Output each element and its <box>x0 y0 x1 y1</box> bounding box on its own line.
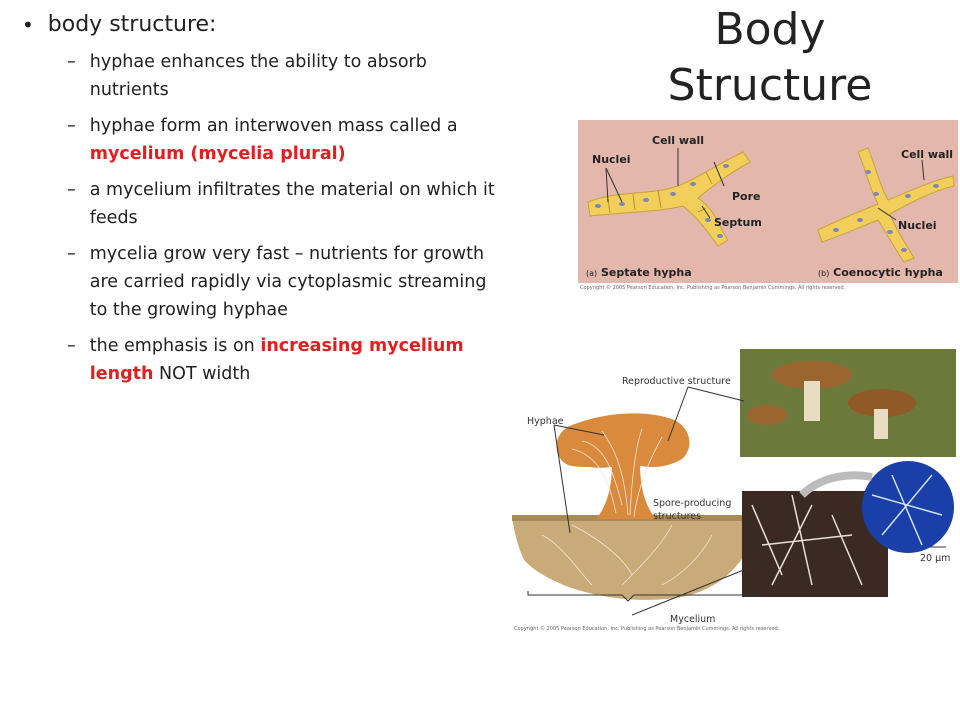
sub-bullet-text: mycelia grow very fast – nutrients for g… <box>90 240 497 324</box>
mushroom-stalk <box>596 463 656 519</box>
sub-bullet-segment: a mycelium infiltrates the material on w… <box>89 180 495 228</box>
sub-bullet: –a mycelium infiltrates the material on … <box>67 176 497 232</box>
label-hyphae: Hyphae <box>527 416 564 427</box>
label-coenocytic-text: Coenocytic hypha <box>833 266 943 279</box>
label-septate-text: Septate hypha <box>601 266 692 279</box>
highlighted-text: mycelium (mycelia plural) <box>89 144 346 164</box>
label-nuclei-right: Nuclei <box>898 219 937 232</box>
label-septate-hypha: (a) Septate hypha <box>586 266 692 279</box>
label-spore-producing: Spore-producing structures <box>653 498 732 522</box>
sub-bullet: –hyphae form an interwoven mass called a… <box>67 112 497 168</box>
highlighted-text: increasing mycelium length <box>89 336 464 384</box>
sub-bullet-segment: the emphasis is on <box>89 336 261 356</box>
label-pore: Pore <box>732 190 761 203</box>
sub-bullet-text: a mycelium infiltrates the material on w… <box>90 176 497 232</box>
label-mycelium: Mycelium <box>670 614 716 625</box>
label-cell-wall-left: Cell wall <box>652 134 705 147</box>
label-coenocytic-hypha: (b) Coenocytic hypha <box>818 266 943 279</box>
sub-bullet-list: –hyphae enhances the ability to absorb n… <box>22 48 497 388</box>
dash-marker: – <box>67 116 76 136</box>
septate-hypha-shape <box>587 151 751 247</box>
bullet-list: • body structure: –hyphae enhances the a… <box>22 10 497 388</box>
coenocytic-hypha-shape <box>817 147 955 263</box>
sub-bullet-segment: hyphae form an interwoven mass called a <box>89 116 458 136</box>
label-cell-wall-right: Cell wall <box>901 148 954 161</box>
sub-bullet-text: the emphasis is on increasing mycelium l… <box>90 332 497 388</box>
sub-bullet-segment: mycelia grow very fast – nutrients for g… <box>89 244 487 320</box>
septate-nuclei <box>595 164 729 238</box>
hyphae-strands <box>541 428 713 586</box>
main-bullet-text: body structure: <box>47 12 217 37</box>
mushroom-pointer-lines <box>527 386 946 616</box>
label-septum: Septum <box>714 216 762 229</box>
coenocytic-nuclei <box>833 170 939 252</box>
sub-bullet-text: hyphae enhances the ability to absorb nu… <box>90 48 497 104</box>
hypha-copyright: Copyright © 2005 Pearson Education, Inc.… <box>580 285 846 291</box>
sub-bullet-text: hyphae form an interwoven mass called a … <box>90 112 497 168</box>
soil-cross-section <box>512 517 762 600</box>
main-bullet: • body structure: <box>22 10 497 40</box>
label-part-b: (b) <box>818 269 830 278</box>
mushroom-copyright: Copyright © 2005 Pearson Education, Inc.… <box>514 626 780 632</box>
hypha-diagram <box>578 120 958 283</box>
label-part-a: (a) <box>586 269 598 278</box>
sub-bullet-segment: hyphae enhances the ability to absorb nu… <box>89 52 427 100</box>
sub-bullet-segment: NOT width <box>153 364 251 384</box>
dash-marker: – <box>67 52 76 72</box>
micrograph-arrow <box>799 471 873 498</box>
label-scale-20um: 20 μm <box>920 553 951 564</box>
label-nuclei-left: Nuclei <box>592 153 631 166</box>
sub-bullet: –the emphasis is on increasing mycelium … <box>67 332 497 388</box>
dash-marker: – <box>67 336 76 356</box>
bullet-dot: • <box>22 13 34 37</box>
slide-title: Body Structure <box>667 4 873 111</box>
micrograph-inset <box>862 461 954 553</box>
mushroom-diagram <box>512 349 956 616</box>
dash-marker: – <box>67 244 76 264</box>
mushroom-figure: Reproductive structure Hyphae Spore-prod… <box>512 345 958 635</box>
hypha-figure: Nuclei Cell wall Pore Septum Cell wall N… <box>578 120 958 295</box>
dash-marker: – <box>67 180 76 200</box>
label-pointer-lines <box>605 148 925 221</box>
mushroom-cap <box>556 413 690 468</box>
sub-bullet: –hyphae enhances the ability to absorb n… <box>67 48 497 104</box>
sub-bullet: –mycelia grow very fast – nutrients for … <box>67 240 497 324</box>
label-reproductive-structure: Reproductive structure <box>622 376 731 387</box>
